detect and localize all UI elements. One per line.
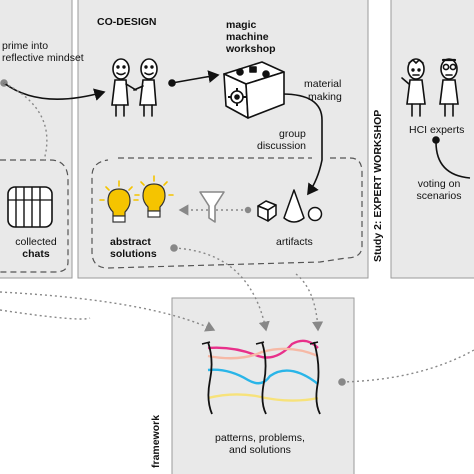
- framework-title: framework: [150, 414, 162, 468]
- peach-pattern-line: [207, 347, 319, 360]
- codesign-dashed-group: [91, 157, 363, 269]
- patterns-label-2: and solutions: [229, 444, 291, 456]
- material-label-2: making: [308, 91, 342, 103]
- framework-axis-left: [207, 341, 213, 415]
- artifacts-label: artifacts: [276, 236, 313, 248]
- person-icon: [133, 58, 158, 117]
- solutions-to-framework-dotted: [173, 247, 270, 332]
- left-panel: [0, 0, 73, 279]
- framework-axis-right: [313, 341, 321, 415]
- lightbulb-icon: [134, 175, 174, 218]
- funnel-icon: [199, 191, 225, 223]
- patterns-label-1: patterns, problems,: [215, 432, 305, 444]
- chats-to-framework-dotted: [0, 291, 216, 332]
- study2-title: Study 2: EXPERT WORKSHOP: [372, 109, 384, 262]
- cyan-pattern-line: [207, 368, 319, 385]
- pink-pattern-line: [207, 339, 319, 359]
- prime-to-chats-dotted: [3, 82, 48, 161]
- abstract-label-1: abstract: [110, 236, 151, 248]
- framework-to-right-dotted: [341, 349, 474, 383]
- workshop-label-3: workshop: [226, 43, 276, 55]
- workshop-label-1: magic: [226, 19, 257, 31]
- voting-label-2: scenarios: [416, 190, 462, 202]
- experts-arrow: [435, 141, 471, 179]
- collected-label: collected: [15, 236, 57, 248]
- person-icon: [111, 58, 137, 117]
- codesign-panel: [77, 0, 369, 279]
- left-dashed-group: [0, 159, 69, 273]
- magic-machine-icon: [223, 61, 285, 119]
- framework-axis-middle: [261, 341, 267, 415]
- prime-arrow: [3, 82, 106, 101]
- left-bottom-dotted: [0, 309, 91, 320]
- chat-bubbles-icon: [7, 186, 53, 228]
- group-label-2: discussion: [257, 140, 307, 152]
- machine-to-artifacts-arrow: [281, 93, 323, 196]
- artifacts-to-framework-dotted: [295, 273, 324, 332]
- people-to-machine-arrow: [171, 70, 220, 84]
- group-label-1: group: [279, 128, 306, 140]
- abstract-label-2: solutions: [110, 248, 157, 260]
- cone-icon: [283, 189, 305, 223]
- codesign-title: CO-DESIGN: [97, 16, 157, 28]
- voting-label-1: voting on: [417, 178, 461, 190]
- robot-person-icon: [401, 58, 426, 117]
- experts-dot: [432, 136, 440, 144]
- prime-label-2: reflective mindset: [2, 52, 84, 64]
- yellow-pattern-line: [207, 393, 319, 402]
- hci-experts-label: HCI experts: [409, 124, 465, 136]
- lightbulb-icon: [99, 180, 139, 223]
- material-label-1: material: [304, 78, 342, 90]
- chats-label: chats: [22, 248, 50, 260]
- sphere-icon: [307, 206, 323, 222]
- prime-label: prime into: [2, 40, 49, 52]
- framework-chart: [201, 339, 321, 415]
- cube-icon: [257, 200, 277, 222]
- glasses-person-icon: [439, 58, 459, 117]
- workshop-label-2: machine: [226, 31, 269, 43]
